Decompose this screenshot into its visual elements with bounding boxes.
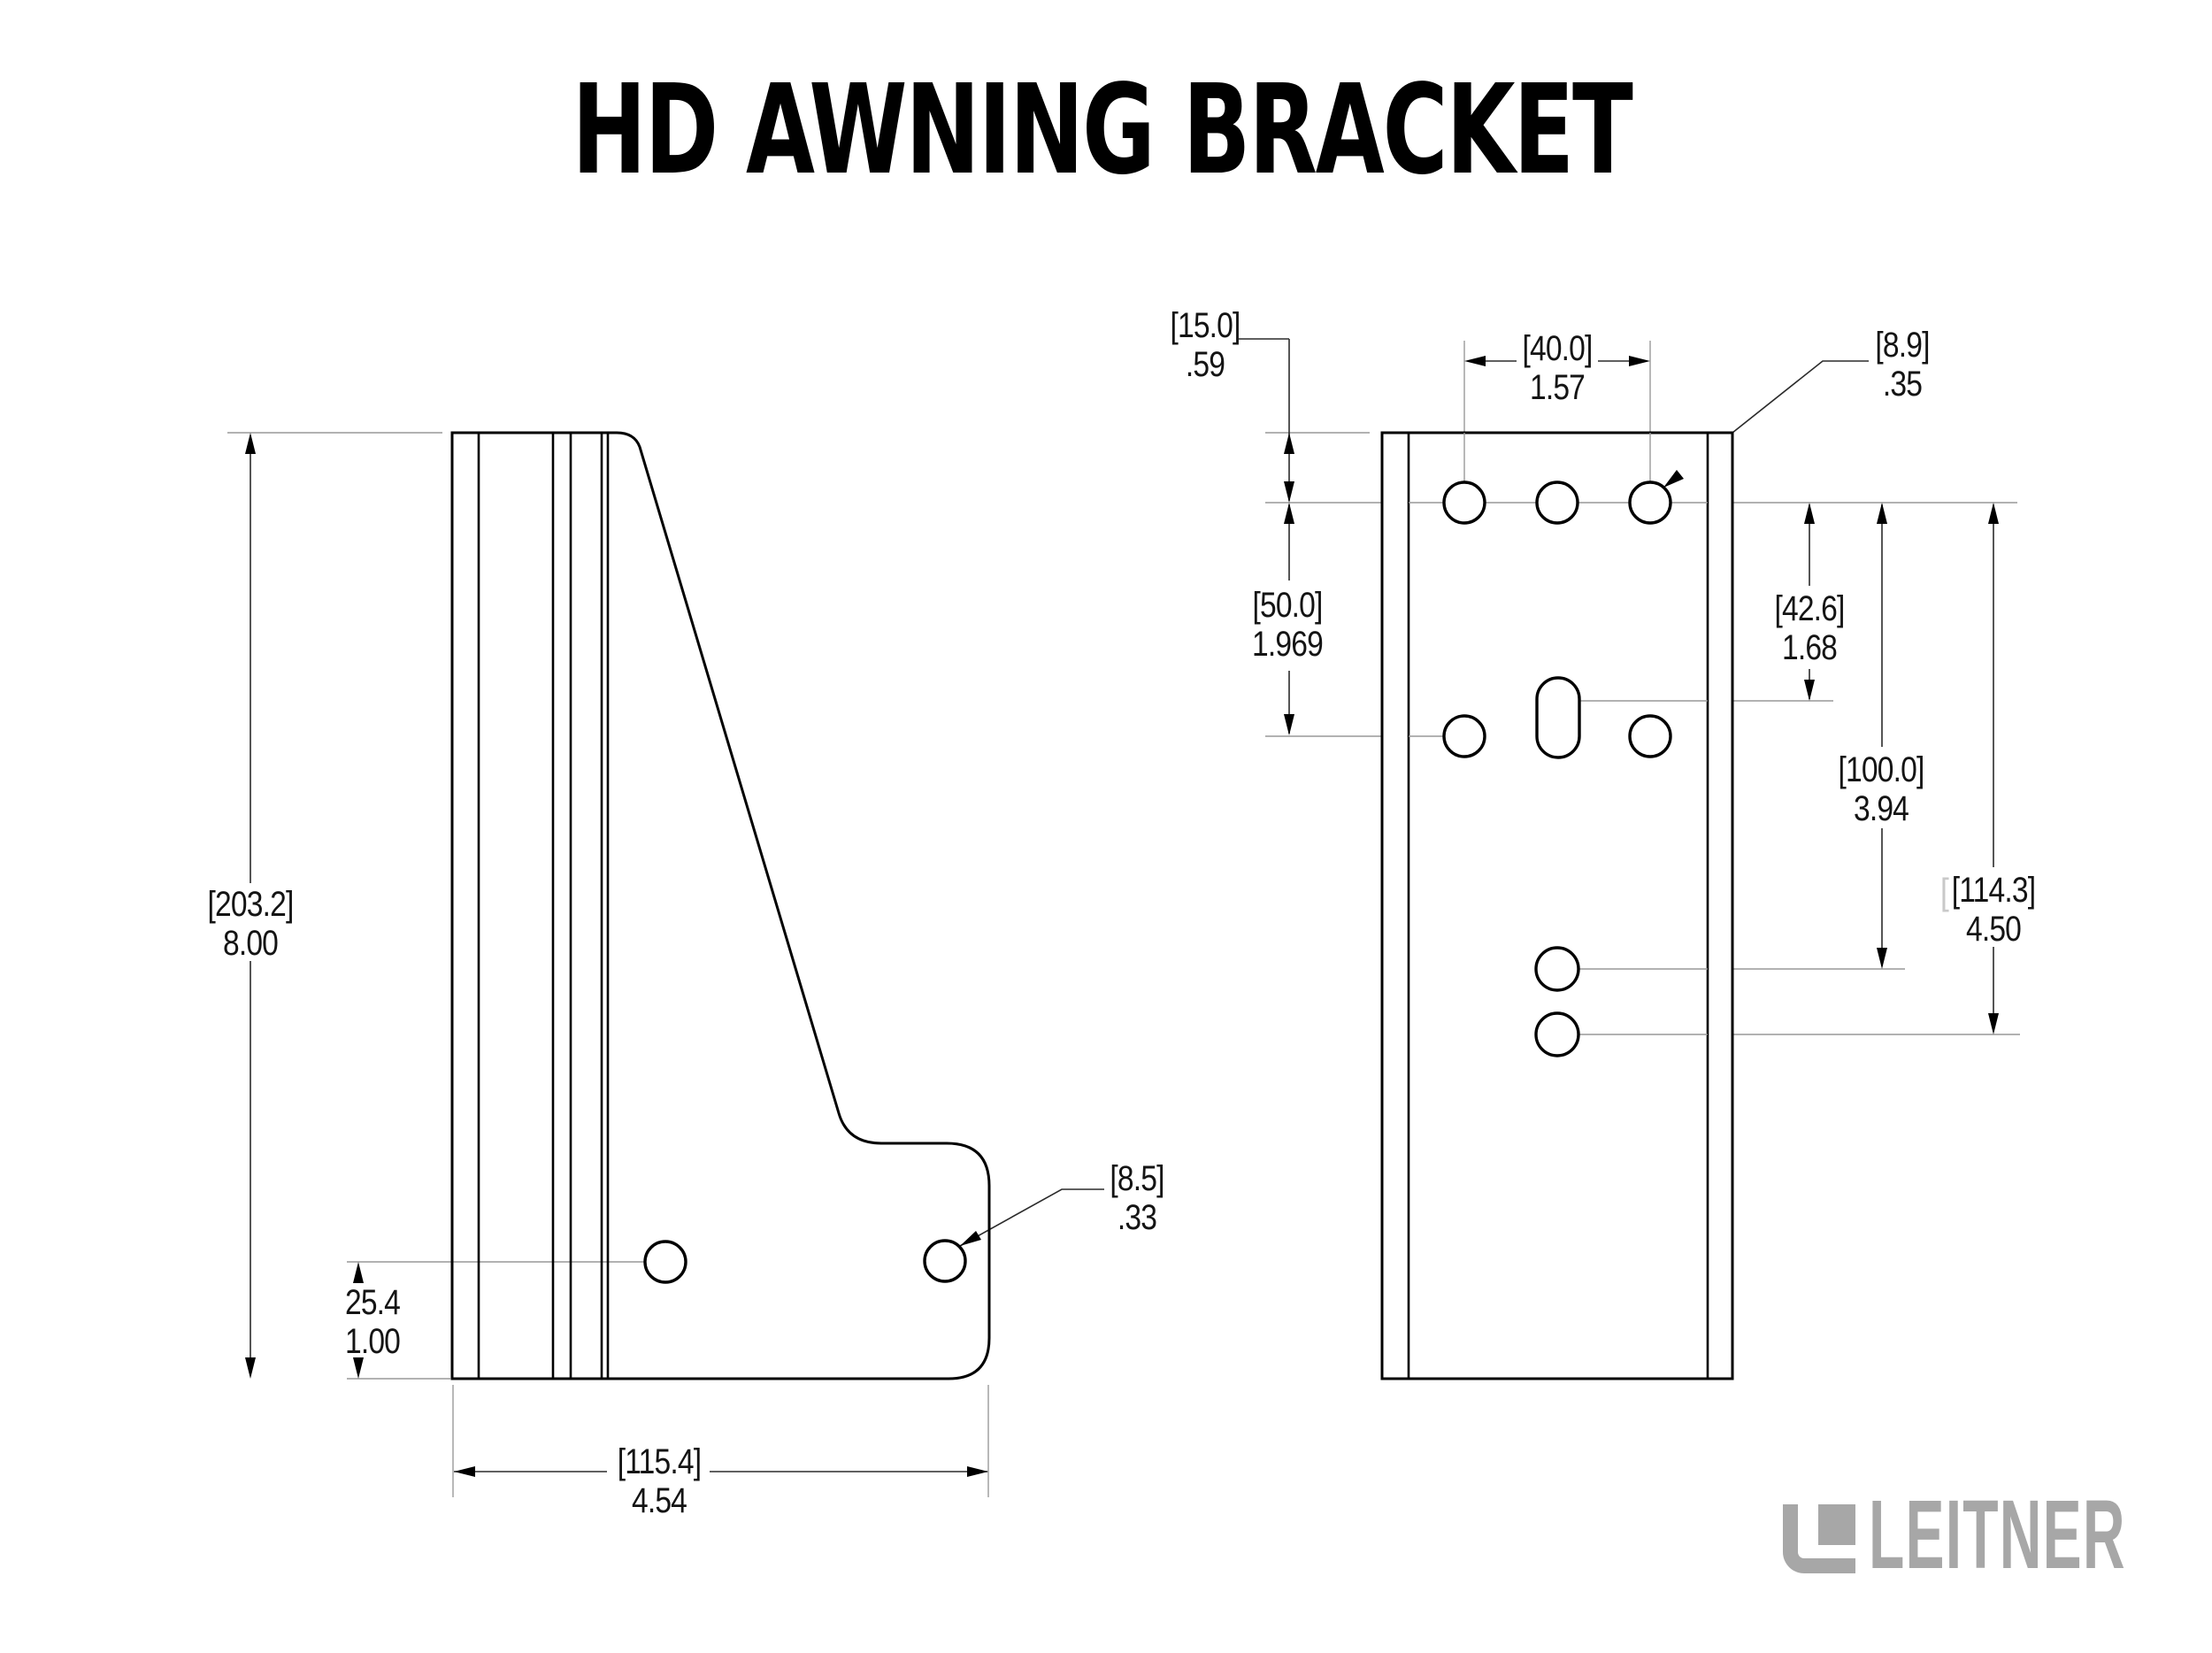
side-view-hole xyxy=(923,1239,967,1283)
dim-front-hole4-offset: [100.0] 3.94 xyxy=(1838,750,1925,828)
dim-front-top-offset: [15.0] .59 xyxy=(1170,306,1240,384)
dim-front-hole5-offset: [114.3] 4.50 xyxy=(1951,871,2036,949)
dim-value-in: 4.54 xyxy=(631,1481,687,1520)
side-view-hole xyxy=(643,1240,687,1284)
front-view-outline xyxy=(1380,431,1734,1380)
dim-value-mm: [203.2] xyxy=(207,885,295,924)
dim-value-mm: 25.4 xyxy=(344,1283,401,1322)
dim-value-in: 1.68 xyxy=(1781,628,1838,667)
dim-value-in: .35 xyxy=(1882,365,1923,404)
dim-front-hole-spacing: [40.0] 1.57 xyxy=(1522,329,1593,407)
front-view xyxy=(1380,431,1734,1380)
dim-value-in: .59 xyxy=(1185,345,1225,384)
extension-lines xyxy=(227,341,2020,1497)
dim-value-in: 1.57 xyxy=(1529,368,1586,407)
dim-value-in: 1.00 xyxy=(344,1322,401,1361)
side-view xyxy=(450,431,991,1380)
front-view-holes xyxy=(1442,481,1672,1057)
dim-front-slot-offset: [42.6] 1.68 xyxy=(1774,589,1845,667)
dim-side-height: [203.2] 8.00 xyxy=(207,885,295,963)
dim-value-in: 3.94 xyxy=(1853,789,1909,828)
dim-value-in: 4.50 xyxy=(1965,910,2022,949)
dimension-lines xyxy=(250,338,1994,1472)
stray-bracket-mark: [ xyxy=(1939,871,1949,912)
dim-front-row-spacing: [50.0] 1.969 xyxy=(1252,586,1324,664)
front-view-slot xyxy=(1535,676,1581,759)
dimension-arrows xyxy=(245,356,1999,1477)
dim-value-mm: [42.6] xyxy=(1774,589,1845,628)
dim-side-hole-offset: 25.4 1.00 xyxy=(344,1283,401,1361)
dim-value-mm: [40.0] xyxy=(1522,329,1593,368)
side-view-outline xyxy=(450,431,991,1380)
dim-value-mm: [8.5] xyxy=(1110,1159,1164,1198)
front-view-edge-lines xyxy=(1407,433,1709,1379)
leitner-logo-icon xyxy=(1783,1504,1855,1573)
dim-value-mm: [15.0] xyxy=(1170,306,1240,345)
dim-value-in: .33 xyxy=(1117,1198,1157,1237)
dim-side-hole-dia: [8.5] .33 xyxy=(1110,1159,1164,1237)
dim-value-in: 1.969 xyxy=(1252,625,1324,664)
dim-value-mm: [115.4] xyxy=(617,1442,702,1481)
side-view-bend-lines xyxy=(477,433,610,1379)
dim-value-in: 8.00 xyxy=(222,924,279,963)
dim-value-mm: [100.0] xyxy=(1838,750,1925,789)
dim-side-width: [115.4] 4.54 xyxy=(617,1442,702,1520)
dim-front-hole-dia: [8.9] .35 xyxy=(1875,326,1930,404)
page-title: HD AWNING BRACKET xyxy=(572,58,1632,203)
logo-l-shape xyxy=(1783,1504,1855,1573)
dim-value-mm: [114.3] xyxy=(1951,871,2036,910)
logo-square xyxy=(1818,1504,1855,1545)
dim-value-mm: [50.0] xyxy=(1252,586,1323,625)
dim-value-mm: [8.9] xyxy=(1875,326,1930,365)
logo-wordmark: LEITNER xyxy=(1869,1480,2126,1589)
